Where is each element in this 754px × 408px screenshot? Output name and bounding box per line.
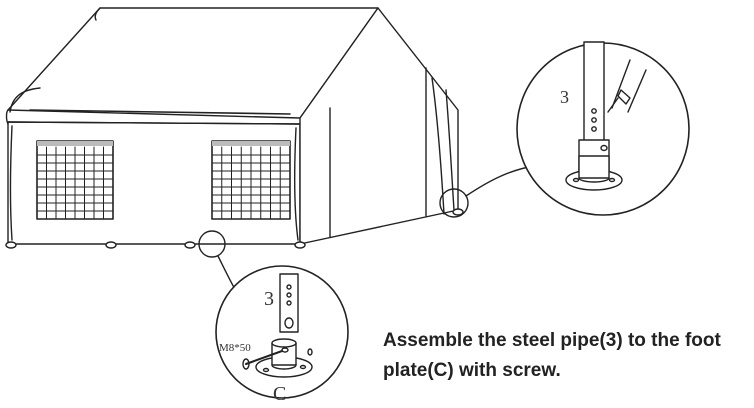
foot-plate-label: C: [273, 383, 286, 405]
callout-bottom-marker: [198, 230, 226, 258]
tent-feet: [5, 208, 464, 249]
bottom-callout-part-label: 3: [264, 288, 274, 310]
instruction-line-2: plate(C) with screw.: [383, 360, 561, 381]
instruction-text: Assemble the steel pipe(3) to the foot p…: [383, 326, 751, 386]
screw-label: M8*50: [219, 342, 251, 354]
tent-window-right: [211, 140, 291, 220]
callout-right-leader: [465, 165, 535, 197]
callout-bottom: 3 M8*50 C: [198, 230, 349, 405]
instruction-line-1: Assemble the steel pipe(3) to the foot: [383, 330, 721, 351]
tent-illustration: [5, 7, 464, 249]
tent-window-left: [36, 140, 114, 220]
screw-illustration: [245, 350, 283, 365]
right-callout-part-label: 3: [560, 87, 569, 107]
callout-right-marker: [439, 188, 469, 218]
tent-side-wall: [299, 7, 459, 245]
callout-right: 3: [439, 41, 690, 218]
